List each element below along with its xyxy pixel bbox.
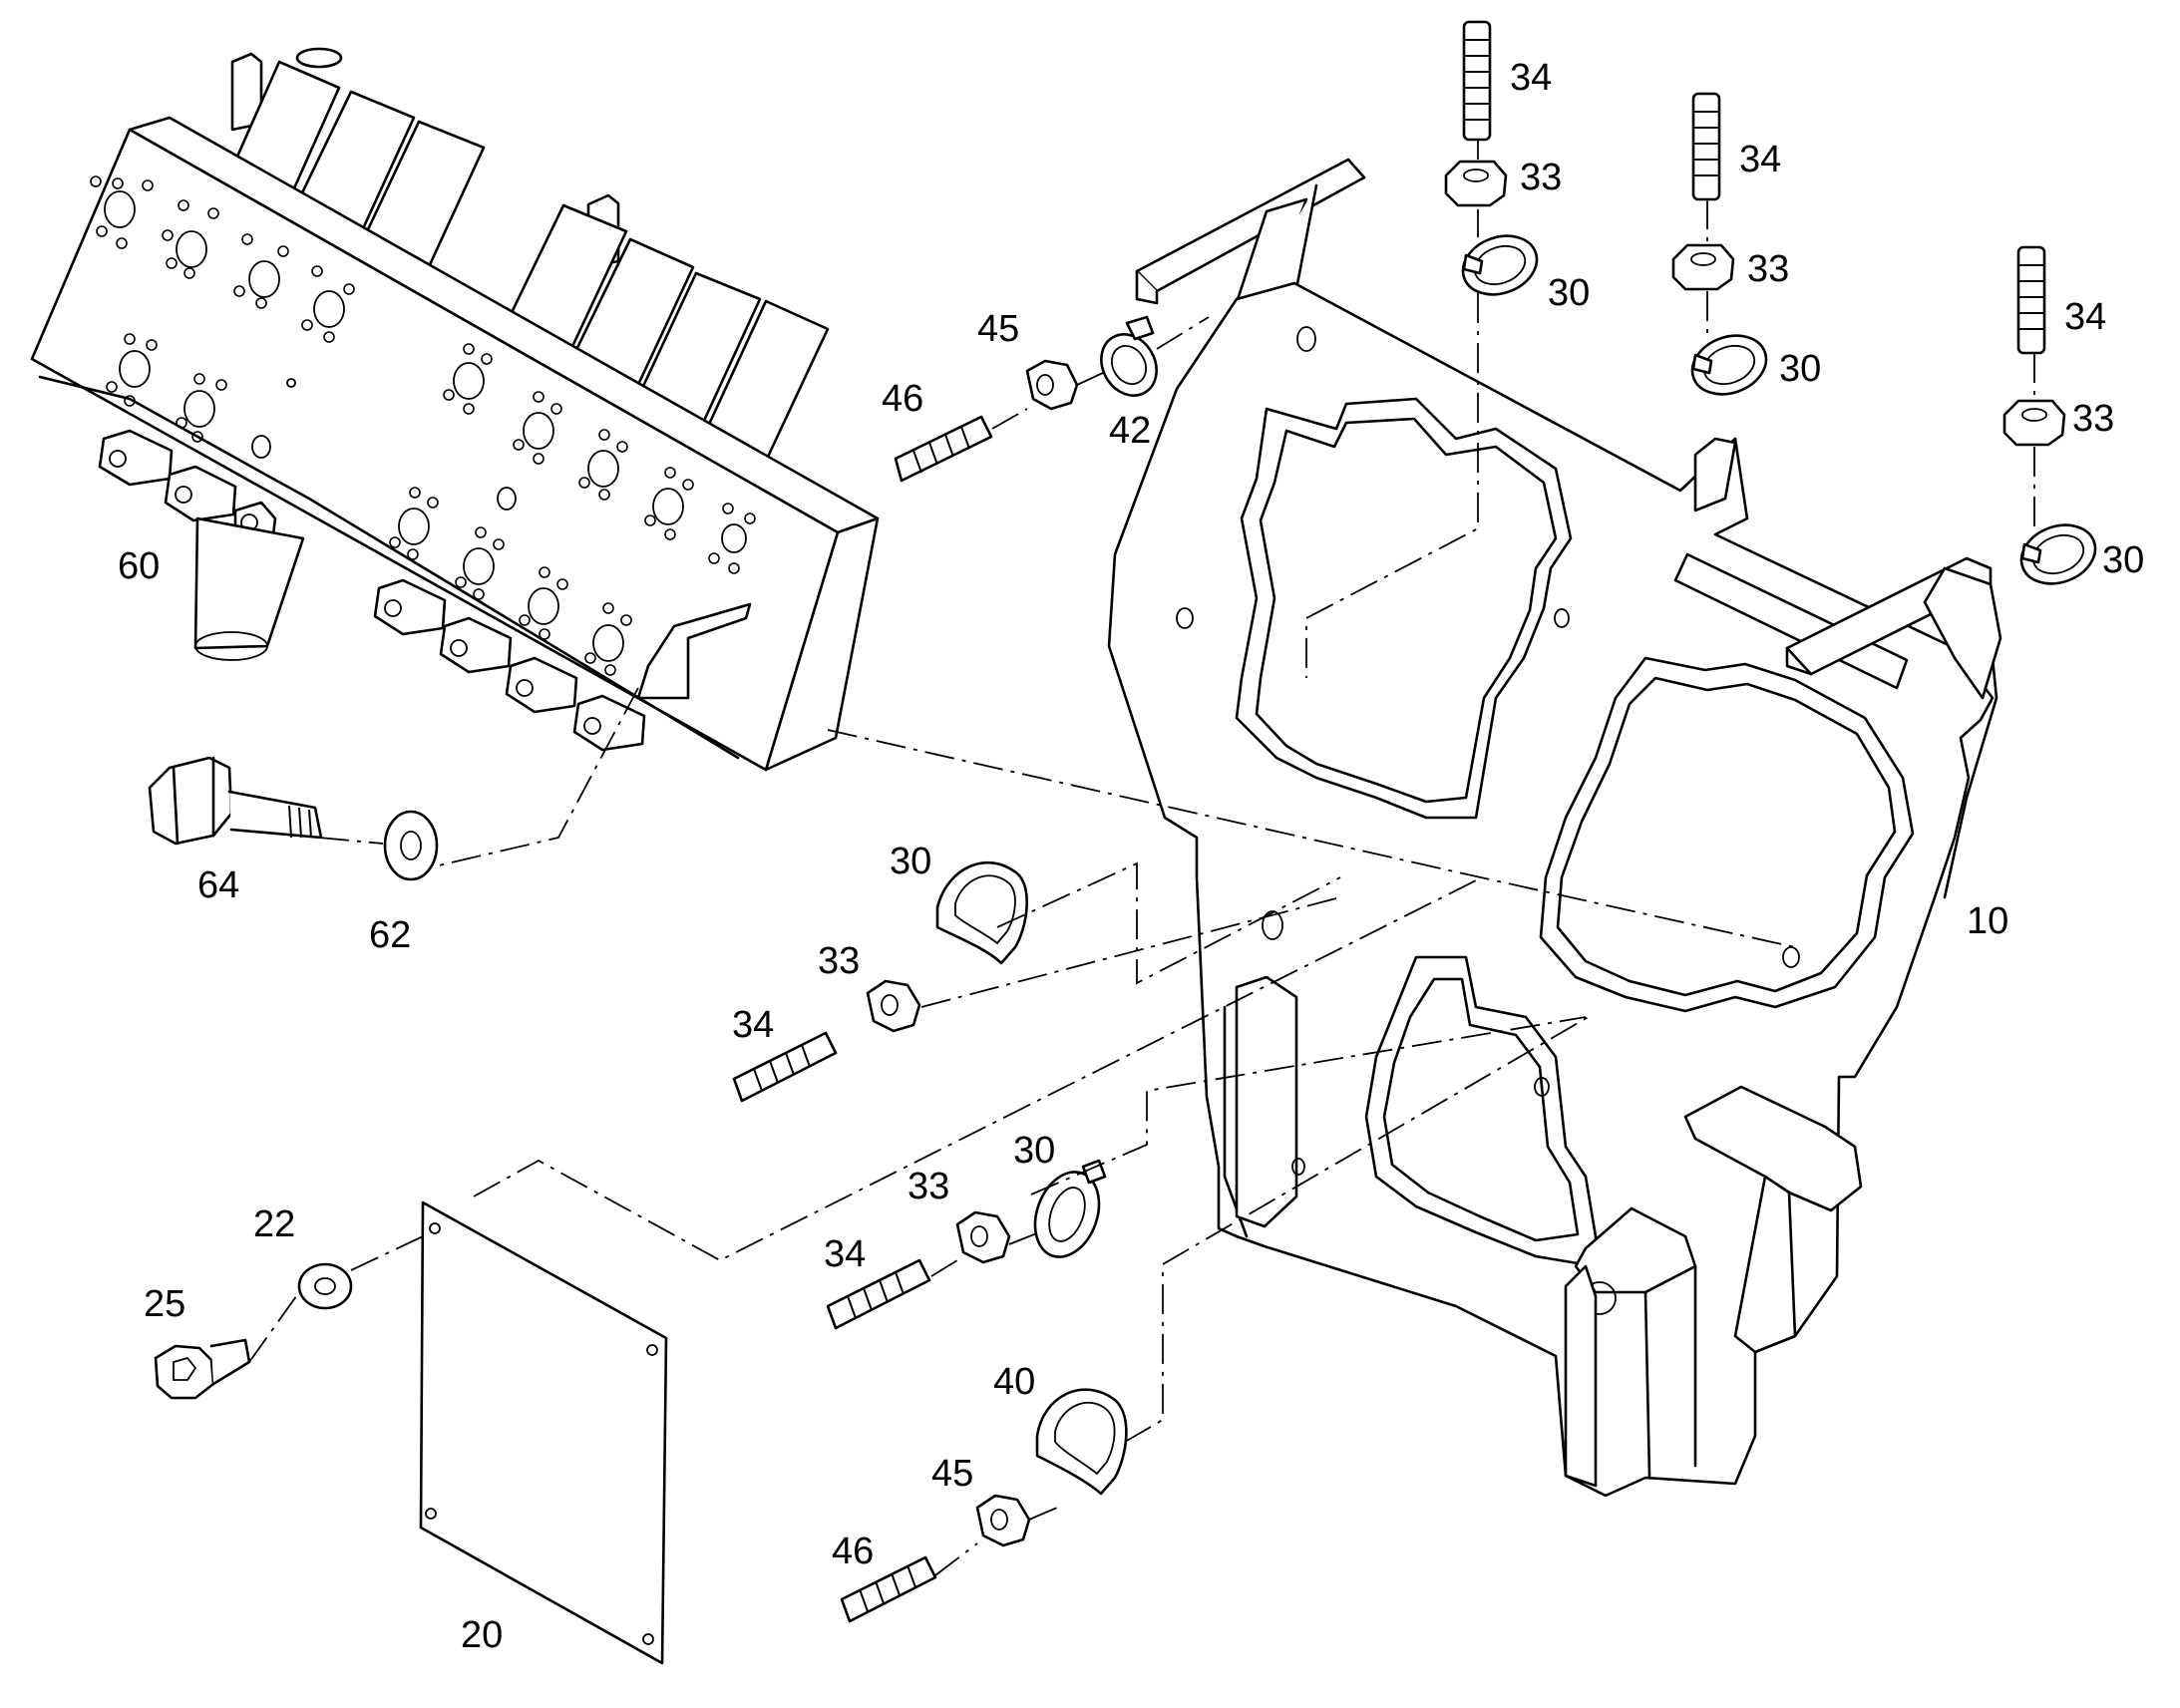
callout-34: 34 bbox=[2064, 296, 2106, 338]
washer-62 bbox=[383, 810, 439, 881]
callout-20: 20 bbox=[461, 1614, 503, 1656]
callout-30: 30 bbox=[890, 841, 931, 882]
washer-22 bbox=[297, 1262, 353, 1310]
nut-45-upper bbox=[1025, 359, 1079, 411]
callout-30: 30 bbox=[1779, 348, 1821, 390]
callout-33: 33 bbox=[818, 940, 860, 982]
callout-22: 22 bbox=[253, 1203, 295, 1245]
callout-46: 46 bbox=[882, 378, 923, 420]
callout-42: 42 bbox=[1109, 410, 1151, 452]
clamp-30-top-c bbox=[2019, 523, 2097, 585]
callout-34: 34 bbox=[1510, 57, 1552, 99]
clamp-42 bbox=[1100, 315, 1158, 397]
clamp-30-top-b bbox=[1690, 334, 1768, 396]
callout-25: 25 bbox=[144, 1283, 185, 1325]
callout-10: 10 bbox=[1967, 900, 2008, 942]
callout-34: 34 bbox=[824, 1233, 866, 1275]
callout-45: 45 bbox=[977, 308, 1019, 350]
callout-33: 33 bbox=[908, 1166, 949, 1207]
nut-33-top-a bbox=[1444, 160, 1508, 207]
callout-45: 45 bbox=[931, 1453, 973, 1495]
callout-62: 62 bbox=[369, 914, 411, 956]
stud-34-middle bbox=[732, 1031, 838, 1103]
cover-plate-20 bbox=[419, 1200, 668, 1665]
clamp-30-top-a bbox=[1461, 234, 1539, 296]
clamp-40 bbox=[1035, 1388, 1128, 1496]
callout-30: 30 bbox=[1013, 1130, 1055, 1172]
callout-33: 33 bbox=[1747, 248, 1789, 290]
stud-34-top-b bbox=[1691, 92, 1721, 201]
stud-34-lower bbox=[826, 1258, 931, 1330]
nut-33-top-b bbox=[1671, 243, 1735, 291]
stud-46-lower bbox=[840, 1555, 937, 1623]
nut-33-lower bbox=[955, 1210, 1011, 1264]
nut-33-middle bbox=[866, 979, 921, 1033]
callout-30: 30 bbox=[2102, 539, 2144, 581]
support-frame-10 bbox=[1107, 158, 2002, 1498]
nut-33-top-c bbox=[2002, 399, 2066, 447]
callout-40: 40 bbox=[993, 1361, 1035, 1403]
clamp-30-middle bbox=[935, 860, 1028, 965]
center-lines bbox=[248, 140, 2035, 1576]
callout-34: 34 bbox=[732, 1004, 774, 1046]
stud-34-top-a bbox=[1462, 20, 1492, 142]
clamp-30-lower bbox=[1033, 1159, 1107, 1258]
callout-46: 46 bbox=[832, 1531, 874, 1572]
stud-46-upper bbox=[894, 415, 993, 483]
callout-33: 33 bbox=[2072, 398, 2114, 440]
callout-labels: 34 33 30 34 33 30 34 33 30 45 46 42 60 6… bbox=[118, 57, 2144, 1656]
screw-25 bbox=[154, 1338, 251, 1400]
nut-45-lower bbox=[975, 1494, 1031, 1547]
valve-block-60 bbox=[30, 47, 880, 772]
callout-64: 64 bbox=[197, 864, 239, 906]
callout-33: 33 bbox=[1520, 157, 1562, 198]
stud-34-top-c bbox=[2016, 245, 2046, 355]
callout-30: 30 bbox=[1548, 272, 1590, 314]
bolt-64 bbox=[148, 756, 323, 846]
callout-60: 60 bbox=[118, 545, 160, 587]
callout-34: 34 bbox=[1739, 139, 1781, 180]
